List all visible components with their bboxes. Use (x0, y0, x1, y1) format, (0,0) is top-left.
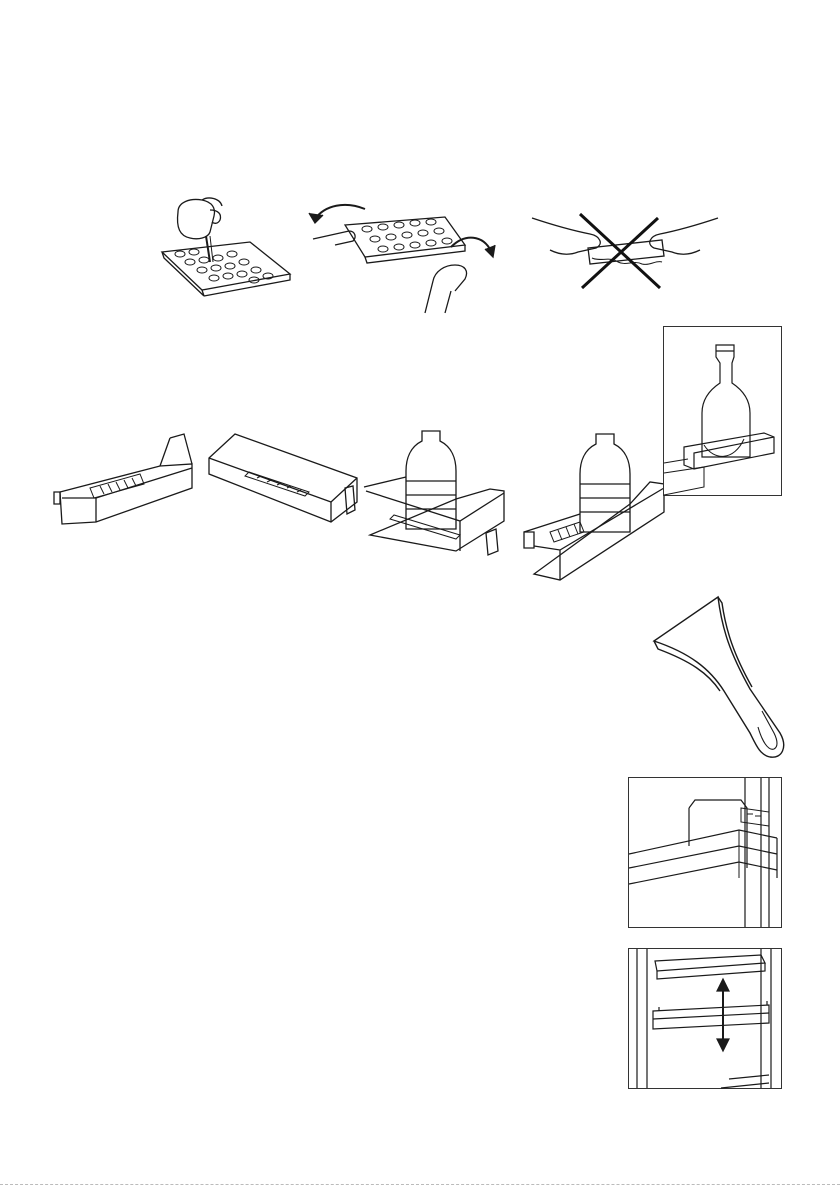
door-shelf-remove-photo-figure (628, 777, 782, 928)
ice-tray-wrong-figure (530, 210, 720, 290)
door-shelf-figure-4 (520, 428, 670, 588)
bottle-holder-photo-figure (663, 326, 782, 496)
page-bottom-edge (0, 1184, 840, 1185)
door-shelf-bottle-side-icon (520, 428, 670, 588)
ice-tray-fill-icon (150, 192, 300, 312)
door-shelf-figure-1 (50, 428, 200, 538)
door-shelf-figure-2 (205, 430, 360, 530)
ice-scraper-icon (650, 597, 800, 762)
door-shelf-figure-3 (360, 425, 510, 560)
door-shelf-bottle-icon (360, 425, 510, 560)
ice-tray-twist-figure (305, 195, 495, 315)
door-shelf-with-divider-icon (50, 428, 200, 538)
ice-tray-fill-figure (150, 192, 300, 312)
ice-tray-twist-icon (305, 195, 495, 315)
ice-scraper-figure (650, 597, 800, 762)
bottle-holder-photo-icon (664, 327, 781, 495)
ice-tray-wrong-icon (530, 210, 720, 290)
door-shelf-height-adjust-photo-icon (629, 949, 781, 1088)
door-shelf-remove-photo-icon (629, 778, 781, 927)
door-shelf-adjust-photo-figure (628, 948, 782, 1089)
door-shelf-divider-flat-icon (205, 430, 360, 530)
